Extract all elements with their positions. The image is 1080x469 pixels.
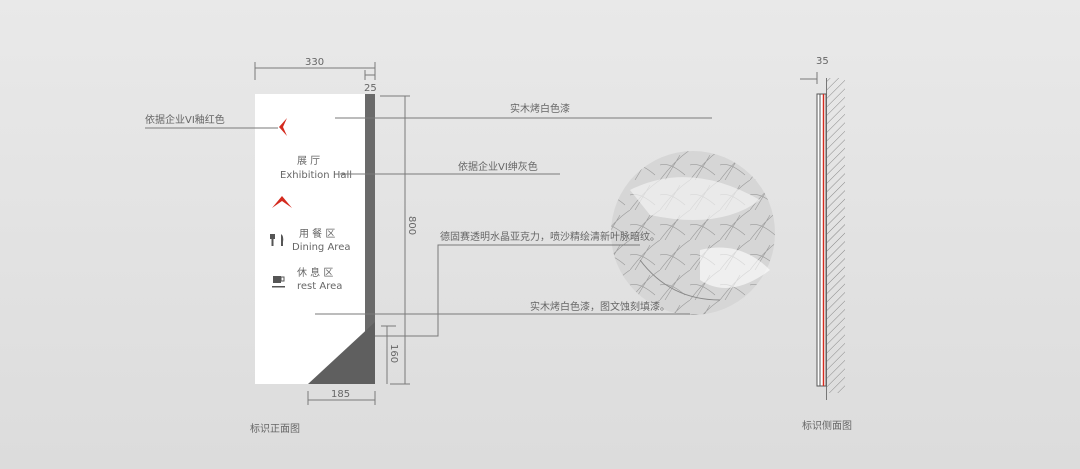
front-view-caption: 标识正面图	[250, 423, 300, 435]
note-red: 依据企业VI釉红色	[145, 113, 225, 126]
front-view: 330 25 800 160 185 展 厅 Exhibition Hall 用…	[145, 57, 712, 435]
side-view-caption: 标识侧面图	[802, 419, 852, 432]
gray-corner	[308, 322, 375, 384]
arrow-up-icon	[272, 196, 292, 208]
hall-en: Exhibition Hall	[280, 170, 352, 181]
dim-strip: 25	[364, 83, 377, 94]
dim-depth: 35	[816, 56, 829, 67]
fork-knife-icon	[270, 234, 284, 246]
note-gray: 依据企业VI绅灰色	[458, 160, 538, 173]
arrow-left-icon	[279, 118, 287, 136]
side-panel	[816, 93, 827, 387]
wall-hatch	[827, 78, 845, 393]
rest-en: rest Area	[297, 281, 342, 292]
side-view: 35 标识侧面图	[800, 56, 852, 432]
cup-icon	[272, 276, 285, 288]
dim-corner-height: 160	[388, 344, 399, 363]
gray-strip	[365, 94, 375, 384]
dim-corner-width: 185	[331, 389, 350, 400]
rest-cn: 休 息 区	[297, 266, 333, 279]
dining-en: Dining Area	[292, 242, 350, 253]
dining-cn: 用 餐 区	[299, 227, 335, 240]
dim-height: 800	[406, 216, 417, 235]
note-white-paint: 实木烤白色漆	[510, 102, 570, 115]
note-etch: 实木烤白色漆，图文蚀刻填漆。	[530, 300, 670, 313]
dim-width: 330	[305, 57, 324, 68]
note-acrylic: 德固赛透明水晶亚克力，喷沙精绘清新叶脉暗纹。	[440, 230, 660, 243]
hall-cn: 展 厅	[297, 155, 320, 167]
leaf-texture-circle	[611, 151, 775, 315]
